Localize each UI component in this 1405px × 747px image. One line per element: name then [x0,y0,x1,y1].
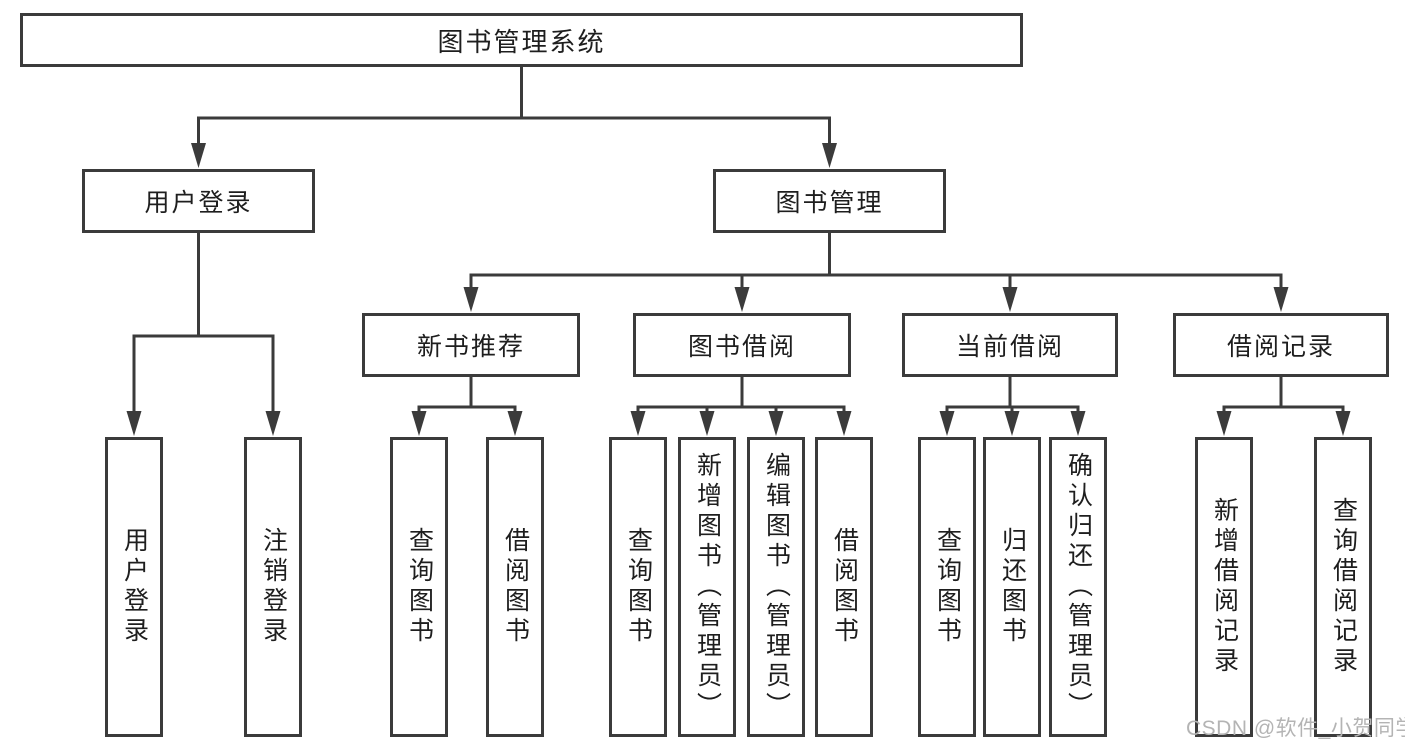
node-library-management-system: 图书管理系统 [20,13,1023,67]
node-label: 借阅记录 [1226,333,1335,361]
leaf-logout-login: 注销登录 [244,437,302,737]
leaf-user-login: 用户登录 [105,437,163,737]
leaf-add-borrow-record: 新增借阅记录 [1195,437,1253,737]
node-label: 图书借阅 [687,333,796,361]
leaf-query-books-recommend: 查询图书 [390,437,448,737]
leaf-edit-books-admin: 编辑图书（管理员） [747,437,805,737]
node-user-login: 用户登录 [82,169,315,233]
leaf-label: 编辑图书（管理员） [762,452,791,722]
leaf-label: 查询图书 [624,527,653,647]
leaf-return-books: 归还图书 [983,437,1041,737]
leaf-borrow-books: 借阅图书 [815,437,873,737]
node-label: 当前借阅 [955,333,1064,361]
leaf-label: 注销登录 [259,527,288,647]
node-label: 图书管理系统 [437,26,606,57]
leaf-query-borrow-record: 查询借阅记录 [1314,437,1372,737]
leaf-label: 用户登录 [120,527,149,647]
leaf-query-books-borrow: 查询图书 [609,437,667,737]
leaf-confirm-return-admin: 确认归还（管理员） [1049,437,1107,737]
node-new-book-recommendation: 新书推荐 [362,313,580,377]
leaf-label: 借阅图书 [501,527,530,647]
leaf-borrow-books-recommend: 借阅图书 [486,437,544,737]
leaf-query-books-current: 查询图书 [918,437,976,737]
leaf-label: 查询图书 [405,527,434,647]
node-borrowing-records: 借阅记录 [1173,313,1389,377]
leaf-label: 新增图书（管理员） [693,452,722,722]
leaf-label: 查询图书 [933,527,962,647]
leaf-label: 确认归还（管理员） [1064,452,1093,722]
leaf-add-books-admin: 新增图书（管理员） [678,437,736,737]
leaf-label: 新增借阅记录 [1210,497,1239,677]
csdn-watermark: CSDN @软件_小贺同学 [1186,717,1405,740]
node-book-management: 图书管理 [713,169,946,233]
leaf-label: 查询借阅记录 [1329,497,1358,677]
node-label: 新书推荐 [416,333,525,361]
node-label: 用户登录 [144,189,253,217]
leaf-label: 借阅图书 [830,527,859,647]
leaf-label: 归还图书 [998,527,1027,647]
node-book-borrowing: 图书借阅 [633,313,851,377]
node-current-borrowing: 当前借阅 [902,313,1118,377]
node-label: 图书管理 [775,189,884,217]
